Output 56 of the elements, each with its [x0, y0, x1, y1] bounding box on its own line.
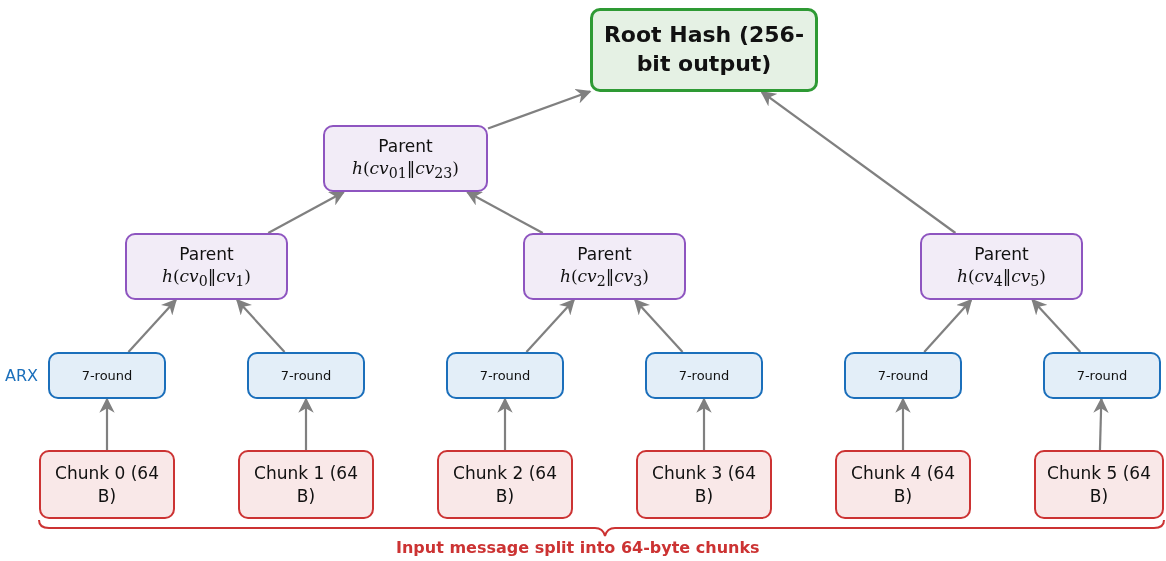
node-label: Chunk 3 (64 B) [651, 461, 757, 508]
node-label: Chunk 4 (64 B) [850, 461, 956, 508]
compression-box [1043, 352, 1161, 399]
arrow [298, 397, 314, 450]
node-label: 7-round [678, 368, 730, 383]
node-label: Chunk 1 (64 B) [253, 461, 359, 508]
arrow [1093, 397, 1109, 451]
chunk-box [636, 450, 772, 519]
parent-node-box [920, 233, 1083, 300]
hash-formula: h(cv$_{4}$‖cv$_{5}$) [957, 264, 1046, 291]
arrow [127, 298, 177, 353]
arrow [895, 397, 911, 450]
arrow [99, 397, 115, 450]
parent-node-box [125, 233, 288, 300]
hash-formula: h(cv$_{2}$‖cv$_{3}$) [560, 264, 649, 291]
chunk-box [437, 450, 573, 519]
compression-box [247, 352, 365, 399]
node-label: Chunk 5 (64 B) [1046, 461, 1152, 508]
compression-box [645, 352, 763, 399]
arrow [696, 397, 712, 450]
arrow [525, 298, 575, 353]
parent-node-box [523, 233, 686, 300]
chunk-box [238, 450, 374, 519]
node-label: Parent [179, 242, 234, 265]
node-label: 7-round [479, 368, 531, 383]
arrow [923, 298, 973, 353]
arrow [236, 298, 286, 353]
parent-node-box [323, 125, 488, 192]
node-label: Chunk 2 (64 B) [452, 461, 558, 508]
compression-box [446, 352, 564, 399]
side-label: ARX [5, 366, 39, 385]
arrow [267, 191, 346, 234]
brace-caption: Input message split into 64-byte chunks [396, 538, 760, 557]
node-label: 7-round [81, 368, 133, 383]
node-label: Parent [974, 242, 1029, 265]
node-label: Chunk 0 (64 B) [54, 461, 160, 508]
chunk-box [39, 450, 175, 519]
hash-formula: h(cv$_{0}$‖cv$_{1}$) [162, 264, 251, 291]
node-label: Parent [378, 134, 433, 157]
arrow [760, 91, 957, 234]
node-label: Parent [577, 242, 632, 265]
arrow [465, 191, 544, 234]
node-label: 7-round [877, 368, 929, 383]
node-label: 7-round [1076, 368, 1128, 383]
arrow [1031, 298, 1082, 353]
arrow [634, 298, 684, 353]
compression-box [844, 352, 962, 399]
node-label: 7-round [280, 368, 332, 383]
hash-formula: h(cv$_{01}$‖cv$_{23}$) [352, 156, 459, 183]
arrow [497, 397, 513, 450]
arrow [487, 88, 592, 130]
chunk-box [835, 450, 971, 519]
root-hash-box [590, 8, 818, 92]
node-label: Root Hash (256-bit output) [602, 21, 806, 78]
chunk-box [1034, 450, 1164, 519]
compression-box [48, 352, 166, 399]
